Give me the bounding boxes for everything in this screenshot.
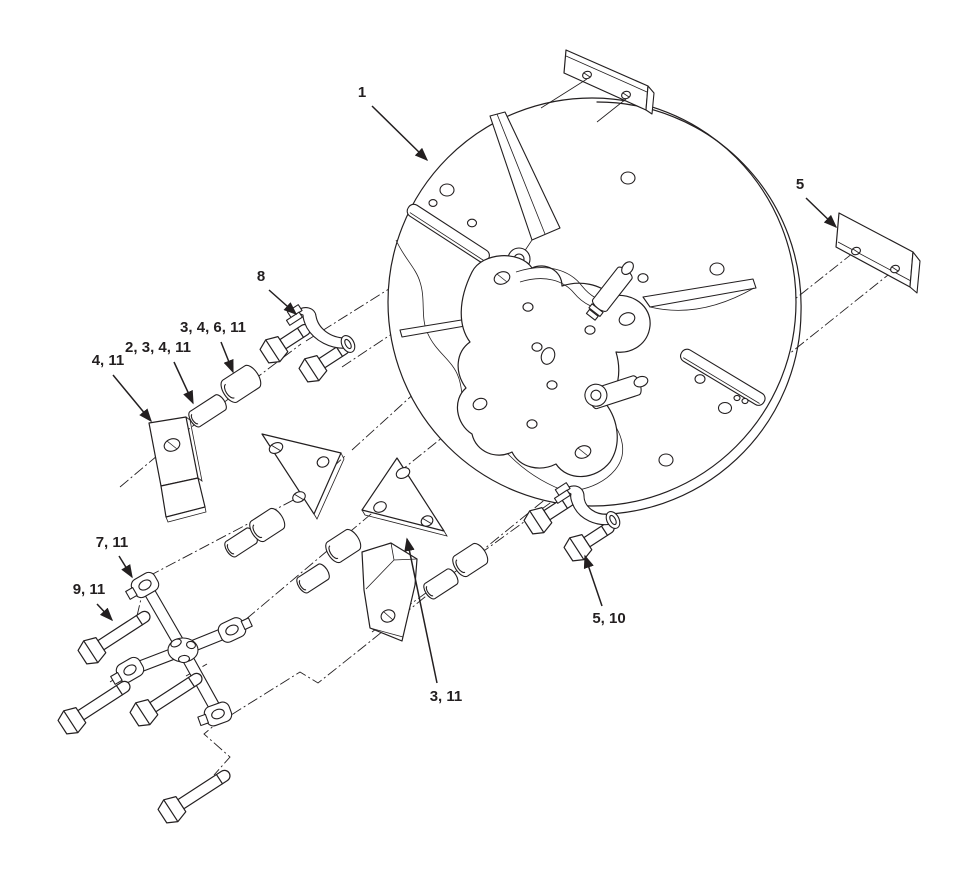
hex-bolt [54,672,137,739]
side-wear-plate [835,212,921,294]
callout-label-3-11: 3, 11 [430,688,463,705]
callout-arrow-5-10 [583,554,603,607]
spacer-bushing [452,542,489,578]
mount-pin [585,261,634,321]
callouts: 1 5 8 3, 4, 6, 11 2, 3, 4, 11 4, 11 7, 1… [73,84,838,705]
mount-pin [584,375,649,410]
spacer-bushing [296,563,330,594]
triangular-plate-left [261,433,345,520]
spacer-bushing [325,528,362,564]
hex-bolt [74,602,157,669]
callout-arrow-1 [371,105,429,162]
callout-arrow-2-3-4-11 [173,361,194,405]
spacer-bushing [249,507,286,543]
callout-label-9-11: 9, 11 [73,581,106,598]
leader-line [540,78,588,109]
callout-arrow-9-11 [96,603,114,622]
spider-pad [125,571,160,600]
callout-label-8: 8 [257,268,265,285]
alignment-line [203,717,231,776]
disc-contour-line [395,239,563,491]
callout-label-5: 5 [796,176,804,193]
triangular-plate-right [361,457,448,537]
leader-line [596,98,627,123]
callout-label-3-4-6-11: 3, 4, 6, 11 [180,319,246,336]
spacer-bushing [220,364,262,404]
spacer-bushing [188,394,227,428]
callout-arrow-3-11 [404,537,438,684]
spider-bracket [110,571,253,727]
skid-linkage-upper [256,304,356,387]
support-bracket [148,416,207,523]
callout-label-4-11: 4, 11 [92,352,125,369]
disc-rim-edge [584,101,802,515]
callout-label-7-11: 7, 11 [96,534,129,551]
callout-arrow-7-11 [118,555,133,579]
spider-pad [197,701,233,727]
callout-arrow-5 [805,197,838,229]
disc-vane [642,278,757,311]
callout-arrow-4-11 [112,374,152,423]
top-wear-plate [540,49,655,123]
spacer-bushing [423,568,459,600]
spider-pad [217,617,253,643]
spacers-and-bushings [188,364,489,600]
rotor-disc [387,97,802,515]
callout-label-1: 1 [358,84,366,101]
callout-label-5-10: 5, 10 [592,610,625,627]
skid-linkage-lower [520,482,621,566]
callout-label-2-3-4-11: 2, 3, 4, 11 [125,339,191,356]
callout-arrow-8 [268,289,298,315]
callout-arrow-3-4-6-11 [220,341,234,374]
spider-pad [110,656,145,685]
angled-block [361,542,418,642]
disc-blade-slot [679,348,766,406]
hex-bolt [154,761,237,828]
